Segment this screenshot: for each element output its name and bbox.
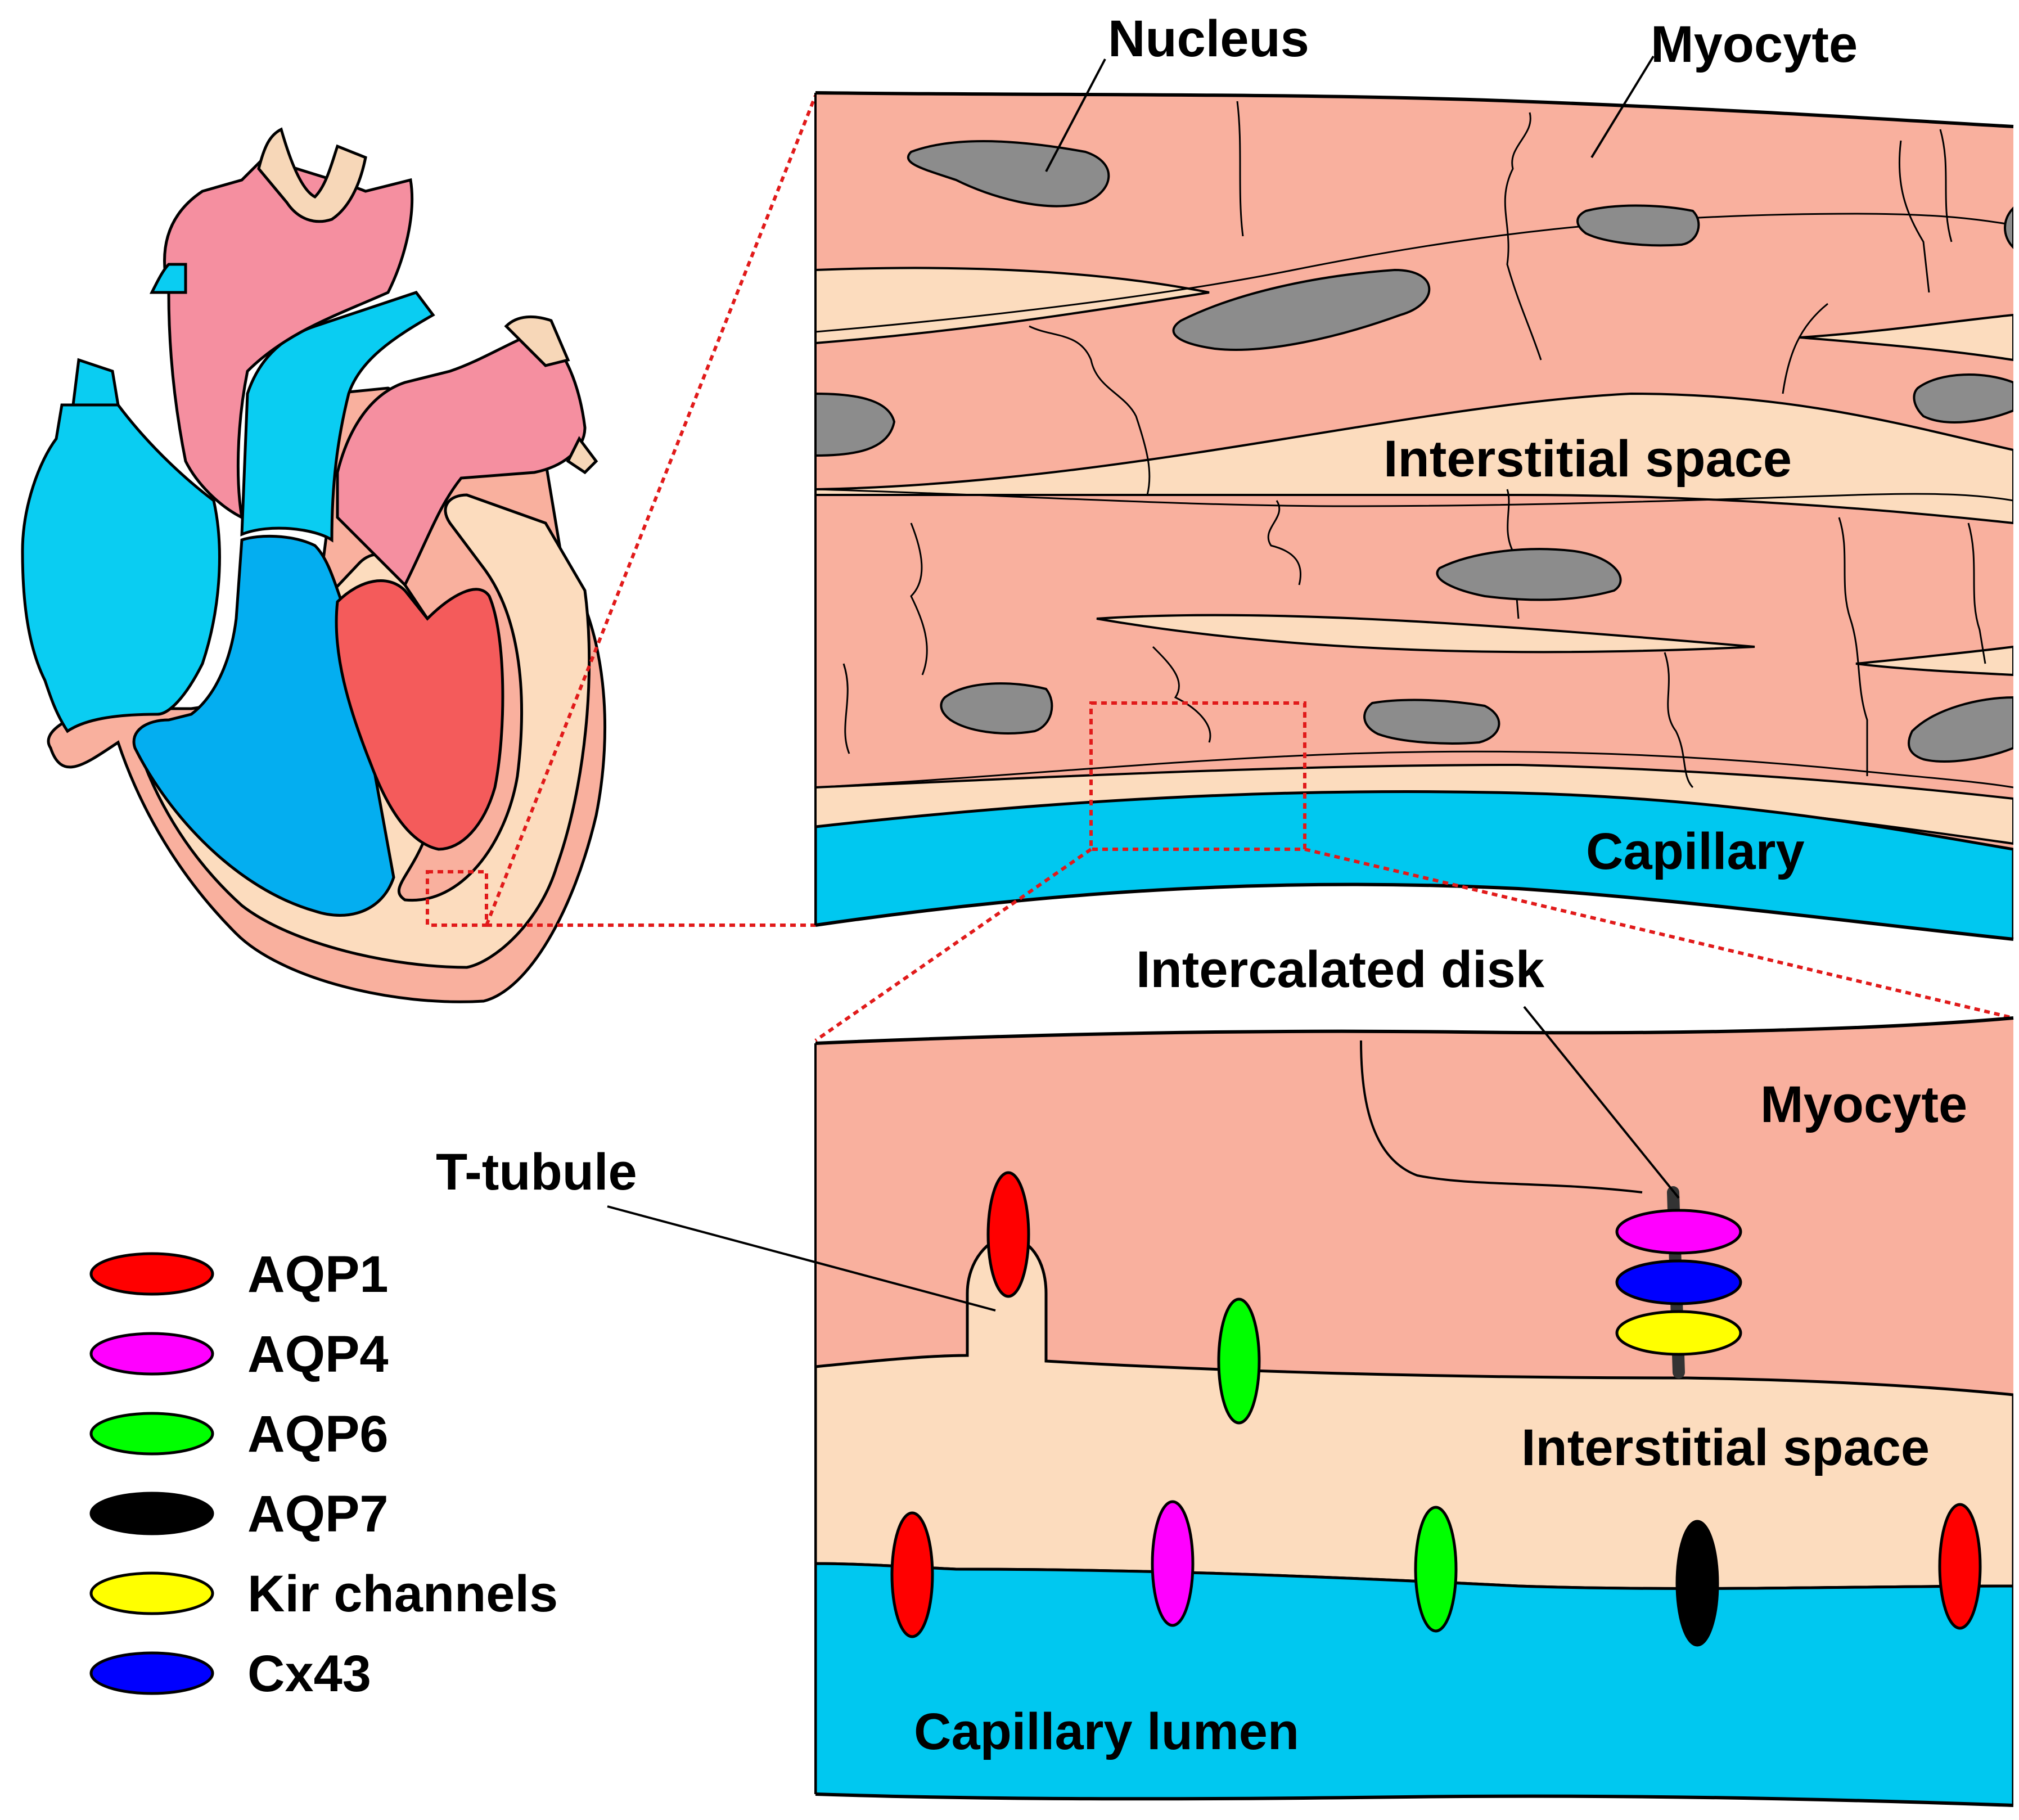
heart-right-ventricle bbox=[132, 534, 395, 917]
heart-vessel-top-1 bbox=[257, 127, 367, 223]
label-capillary-lumen: Capillary lumen bbox=[914, 1703, 1299, 1760]
label-myocyte-bottom: Myocyte bbox=[1760, 1076, 1967, 1133]
aqp1-capillary-1 bbox=[890, 1511, 934, 1638]
intercalated-disk-line bbox=[1360, 1040, 1643, 1193]
detail-panel-lower bbox=[814, 1016, 2014, 1807]
interstitial-band-5 bbox=[1855, 645, 2013, 677]
legend-swatch bbox=[89, 1571, 214, 1615]
nucleus-1 bbox=[907, 140, 1110, 208]
legend-label: Cx43 bbox=[247, 1645, 371, 1702]
cx43-intercalated bbox=[1615, 1259, 1742, 1305]
legend-item: AQP1 bbox=[89, 1246, 389, 1303]
text-labels: Nucleus Myocyte Interstitial space Capil… bbox=[436, 10, 1967, 1760]
heart-left-ventricle bbox=[335, 579, 504, 851]
label-intercalated-disk: Intercalated disk bbox=[1136, 941, 1545, 998]
aqp4-capillary bbox=[1151, 1500, 1195, 1627]
legend-label: AQP7 bbox=[247, 1485, 389, 1543]
t-tubule-leader bbox=[607, 1205, 996, 1312]
heart-vessel-top-2 bbox=[149, 263, 187, 294]
legend-item: Cx43 bbox=[89, 1645, 371, 1702]
legend-swatch bbox=[89, 1651, 214, 1695]
label-interstitial-bottom: Interstitial space bbox=[1521, 1419, 1930, 1476]
nucleus-2 bbox=[1576, 204, 1700, 247]
interstitial-band-2 bbox=[815, 392, 2013, 525]
interstitial-band-3 bbox=[1096, 614, 1755, 654]
channels bbox=[890, 1171, 1982, 1647]
heart-vessel-right-2 bbox=[566, 436, 598, 475]
nucleus-4 bbox=[815, 392, 896, 457]
aqp1-t-tubule bbox=[986, 1171, 1030, 1298]
legend-swatch bbox=[89, 1492, 214, 1535]
heart-vessel-svc bbox=[71, 358, 120, 407]
aqp4-intercalated bbox=[1615, 1209, 1742, 1255]
interstitial-band-4 bbox=[1799, 313, 2013, 362]
nucleus-9 bbox=[1908, 696, 2013, 763]
myocyte-top-leader bbox=[1590, 55, 1655, 159]
legend-item: Kir channels bbox=[89, 1565, 558, 1623]
nucleus-5 bbox=[1913, 373, 2013, 424]
nucleus-10 bbox=[2004, 205, 2013, 250]
capillary-lumen-detail bbox=[815, 1562, 2013, 1805]
cell-borders-upper bbox=[815, 101, 2013, 789]
nuclei-upper bbox=[815, 140, 2013, 763]
kir-intercalated bbox=[1615, 1310, 1742, 1356]
upper-zoom-box bbox=[1089, 701, 1306, 851]
aqp6-capillary bbox=[1414, 1506, 1458, 1633]
legend-swatch bbox=[89, 1252, 214, 1296]
nucleus-3 bbox=[1172, 268, 1431, 351]
zoom-lines-lower bbox=[814, 848, 2014, 1042]
legend-swatch bbox=[89, 1332, 214, 1376]
legend-label: AQP6 bbox=[247, 1405, 389, 1463]
zoom-lines-upper bbox=[485, 94, 817, 927]
aqp1-capillary-2 bbox=[1938, 1503, 1982, 1630]
legend-item: AQP7 bbox=[89, 1485, 389, 1543]
leader-lines bbox=[607, 55, 1680, 1312]
aqp7-capillary bbox=[1675, 1520, 1719, 1647]
nucleus-6 bbox=[1436, 548, 1622, 601]
label-t-tubule: T-tubule bbox=[436, 1143, 637, 1201]
interstitial-band-1 bbox=[815, 267, 1210, 345]
legend-label: AQP4 bbox=[247, 1326, 389, 1383]
label-nucleus: Nucleus bbox=[1108, 10, 1309, 67]
intercalated-disk-leader bbox=[1523, 1006, 1680, 1199]
legend-item: AQP6 bbox=[89, 1405, 389, 1463]
legend-item: AQP4 bbox=[89, 1326, 389, 1383]
label-myocyte-top: Myocyte bbox=[1651, 16, 1858, 73]
heart-illustration bbox=[21, 127, 607, 1003]
label-capillary: Capillary bbox=[1586, 823, 1805, 880]
label-interstitial-top: Interstitial space bbox=[1383, 430, 1792, 488]
legend-label: Kir channels bbox=[247, 1565, 558, 1623]
nucleus-7 bbox=[940, 682, 1053, 735]
legend-swatch bbox=[89, 1412, 214, 1456]
tissue-panel-upper bbox=[814, 91, 2014, 941]
legend-label: AQP1 bbox=[247, 1246, 389, 1303]
aqp6-sarcolemma bbox=[1217, 1298, 1261, 1425]
heart-vessel-right-1 bbox=[504, 315, 570, 367]
heart-zoom-box bbox=[426, 870, 488, 927]
nucleus-8 bbox=[1363, 699, 1500, 745]
nucleus-leader bbox=[1045, 58, 1106, 172]
heart-left-atrium bbox=[336, 330, 587, 588]
